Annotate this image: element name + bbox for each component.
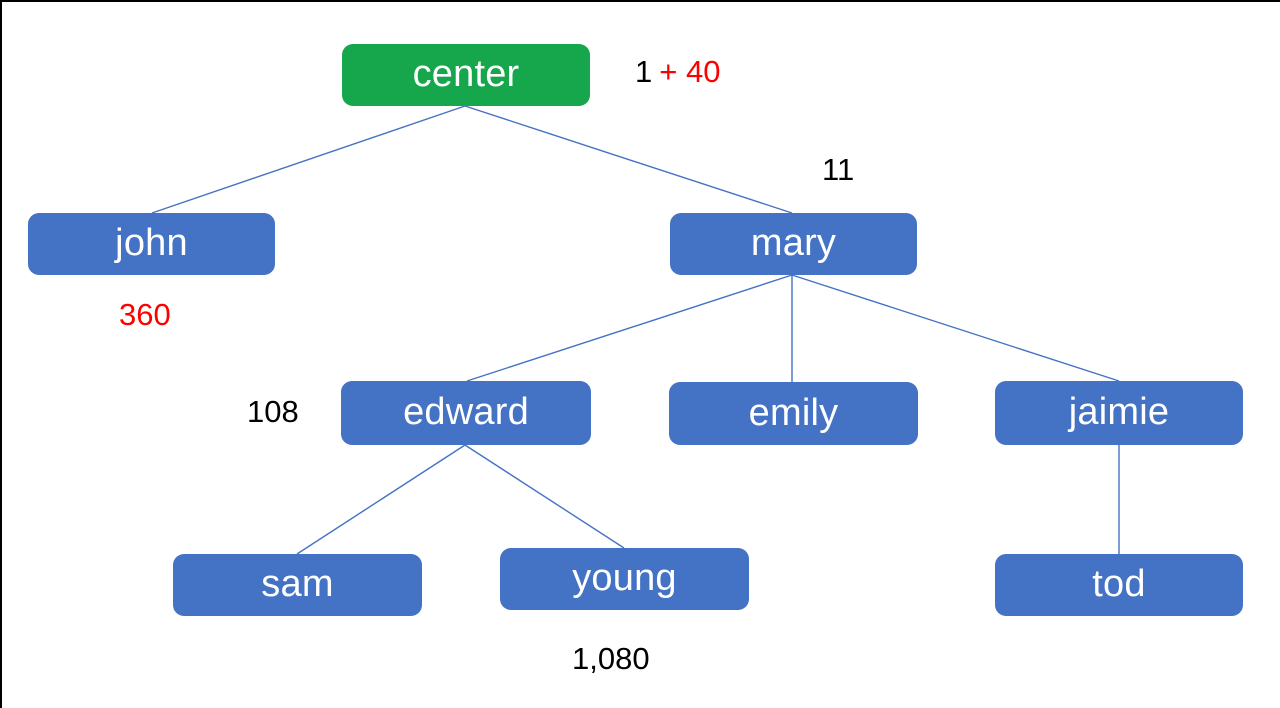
tree-node-label-jaimie: jaimie — [1068, 391, 1170, 433]
annotation-john-count: 360 — [119, 299, 171, 330]
tree-edge-mary-to-jaimie — [791, 274, 1120, 382]
annotation-john-count-part-0: 360 — [119, 297, 171, 332]
tree-node-edward[interactable]: edward — [341, 381, 591, 445]
tree-node-young[interactable]: young — [500, 548, 749, 610]
tree-node-label-tod: tod — [1092, 563, 1146, 605]
tree-node-label-center: center — [412, 53, 520, 95]
annotation-edward-count: 108 — [247, 396, 299, 427]
annotation-edward-count-part-0: 108 — [247, 394, 299, 429]
tree-edge-edward-to-sam — [296, 444, 466, 555]
tree-node-sam[interactable]: sam — [173, 554, 422, 616]
tree-node-label-emily: emily — [748, 391, 839, 434]
annotation-mary-count-part-0: 11 — [822, 152, 855, 187]
tree-node-jaimie[interactable]: jaimie — [995, 381, 1243, 445]
tree-edge-edward-to-young — [464, 444, 625, 549]
tree-edge-center-to-john — [151, 105, 466, 214]
tree-node-label-sam: sam — [261, 563, 334, 605]
tree-node-tod[interactable]: tod — [995, 554, 1243, 616]
tree-node-emily[interactable]: emily — [669, 382, 918, 445]
tree-node-label-john: john — [115, 222, 188, 264]
annotation-young-count-part-0: 1,080 — [572, 641, 650, 676]
tree-node-john[interactable]: john — [28, 213, 275, 275]
tree-edge-center-to-mary — [464, 105, 793, 214]
annotation-center-count: 1+ 40 — [635, 56, 720, 87]
annotation-young-count: 1,080 — [572, 643, 650, 674]
annotation-center-count-part-1: + 40 — [659, 54, 721, 89]
tree-node-center[interactable]: center — [342, 44, 590, 106]
annotation-center-count-part-0: 1 — [635, 54, 653, 89]
tree-node-label-mary: mary — [750, 222, 837, 264]
tree-edge-mary-to-edward — [466, 274, 793, 382]
annotation-mary-count: 11 — [822, 154, 854, 185]
tree-node-label-young: young — [572, 557, 677, 599]
tree-node-mary[interactable]: mary — [670, 213, 917, 275]
tree-node-label-edward: edward — [403, 391, 529, 433]
